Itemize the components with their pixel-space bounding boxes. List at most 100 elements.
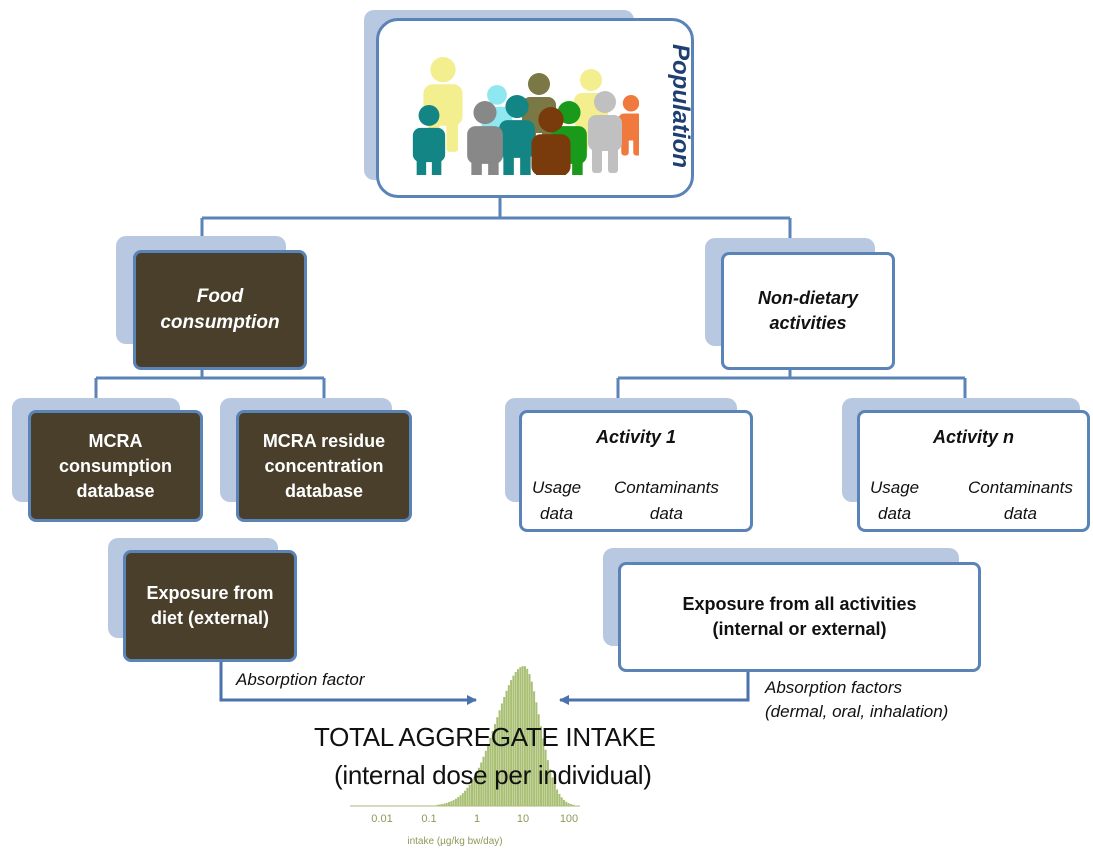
food-consumption-line1: Food — [196, 286, 244, 307]
exposure-diet-line1: Exposure from — [146, 583, 274, 603]
activity-1-contaminants: Contaminants data — [614, 475, 719, 527]
histogram-bar — [535, 702, 538, 806]
population-box — [376, 18, 694, 198]
histogram-bar — [487, 744, 490, 806]
total-intake-line2: (internal dose per individual) — [334, 760, 652, 790]
histogram-bar — [558, 793, 561, 806]
person-icon — [499, 95, 535, 175]
histogram-bar — [464, 790, 467, 806]
activity-n-contaminants: Contaminants data — [968, 475, 1073, 527]
histogram-bar — [563, 799, 565, 806]
histogram-bar — [461, 793, 464, 806]
absorption-factor-caption: Absorption factor — [236, 670, 365, 689]
histogram-bar — [512, 675, 515, 806]
non-dietary-line2: activities — [769, 313, 847, 333]
histogram-bar — [468, 784, 471, 806]
histogram-bar — [494, 724, 496, 806]
histogram-bar — [560, 797, 563, 806]
mcra-consumption-line2: consumption — [59, 455, 172, 476]
exposure-diet-line2: diet (external) — [150, 608, 270, 628]
absorption-factors-caption: Absorption factors (dermal, oral, inhala… — [765, 676, 948, 724]
histogram-bar — [457, 797, 460, 806]
histogram-bar — [549, 769, 552, 806]
activity-n-contaminants-line1: Contaminants — [968, 478, 1073, 497]
food-consumption-line2: consumption — [160, 312, 280, 333]
histogram-bar — [482, 756, 485, 806]
histogram-bar — [480, 762, 483, 806]
histogram-bar — [475, 772, 478, 806]
mcra-consumption-line3: database — [76, 480, 155, 501]
histogram-bar — [473, 777, 476, 806]
histogram-bar — [510, 680, 513, 806]
histogram-bar — [556, 789, 559, 806]
histogram-bar — [528, 674, 531, 806]
histogram-bar — [565, 801, 568, 806]
histogram-bar — [489, 737, 492, 806]
histogram-bar — [544, 749, 547, 806]
activity-1-contaminants-line2: data — [649, 504, 683, 523]
mcra-residue-line1: MCRA residue — [262, 430, 386, 451]
histogram-bar — [496, 717, 499, 806]
histogram-bar — [519, 667, 522, 806]
activity-1-usage-line1: Usage — [532, 478, 582, 497]
mcra-residue-line2: concentration — [264, 455, 384, 476]
exposure-all-box: Exposure from all activities (internal o… — [618, 562, 981, 672]
histogram-bar — [441, 804, 444, 806]
activity-1-box: Activity 1 Usage data Contaminants data — [519, 410, 753, 532]
histogram-bar — [521, 666, 524, 806]
histogram-bar — [477, 767, 480, 806]
activity-n-box: Activity n Usage data Contaminants data — [857, 410, 1090, 532]
non-dietary-box: Non-dietary activities — [721, 252, 895, 370]
histogram-bar — [452, 800, 455, 806]
food-consumption-box: Food consumption — [133, 250, 307, 370]
absorption-factors-line1: Absorption factors — [765, 678, 903, 697]
histogram-bar — [567, 803, 570, 806]
histogram-bar — [498, 710, 501, 806]
histogram-bar — [450, 801, 453, 806]
activity-n-usage-line1: Usage — [870, 478, 920, 497]
person-icon — [531, 107, 571, 175]
histogram-bar — [551, 777, 554, 806]
activity-1-usage-line2: data — [540, 504, 574, 523]
mcra-consumption-line1: MCRA — [88, 430, 143, 451]
histogram-bar — [445, 802, 448, 806]
histogram-bar — [530, 681, 533, 806]
histogram-bar — [542, 738, 545, 806]
histogram-bar — [514, 672, 517, 806]
activity-1-title: Activity 1 — [595, 427, 677, 447]
histogram-bar — [523, 666, 526, 806]
activity-n-usage-line2: data — [878, 504, 912, 523]
histogram-bar — [526, 668, 529, 806]
histogram-tick-label: 1 — [474, 813, 480, 825]
histogram-x-label: intake (µg/kg bw/day) — [407, 836, 502, 847]
histogram-bar — [443, 803, 446, 806]
histogram-bar — [537, 714, 540, 806]
histogram-bar — [471, 781, 473, 806]
histogram-bar — [505, 690, 508, 806]
histogram-bar — [454, 798, 457, 806]
activity-n-contaminants-line2: data — [1003, 504, 1037, 523]
exposure-diet-box: Exposure from diet (external) — [123, 550, 297, 662]
histogram-bar — [533, 691, 536, 806]
histogram-bar — [436, 804, 439, 806]
person-icon — [588, 91, 622, 173]
activity-1-usage: Usage data — [532, 475, 581, 527]
population-people-icon — [412, 57, 639, 175]
histogram-bar — [572, 804, 575, 806]
exposure-all-line1: Exposure from all activities — [682, 594, 917, 614]
activity-n-title: Activity n — [932, 427, 1015, 447]
histogram-bar — [517, 669, 519, 806]
person-icon — [467, 101, 503, 175]
histogram-tick-label: 0.1 — [421, 813, 436, 825]
person-icon — [412, 105, 446, 175]
non-dietary-line1: Non-dietary — [757, 288, 858, 308]
histogram-tick-label: 10 — [517, 813, 529, 825]
histogram-bar — [503, 696, 506, 806]
histogram-tick-label: 0.01 — [371, 813, 392, 825]
person-icon — [618, 95, 639, 156]
histogram-bar — [546, 760, 549, 806]
mcra-residue-box: MCRA residue concentration database — [236, 410, 412, 522]
histogram-bar — [540, 726, 542, 806]
absorption-factors-line2: (dermal, oral, inhalation) — [765, 702, 949, 721]
